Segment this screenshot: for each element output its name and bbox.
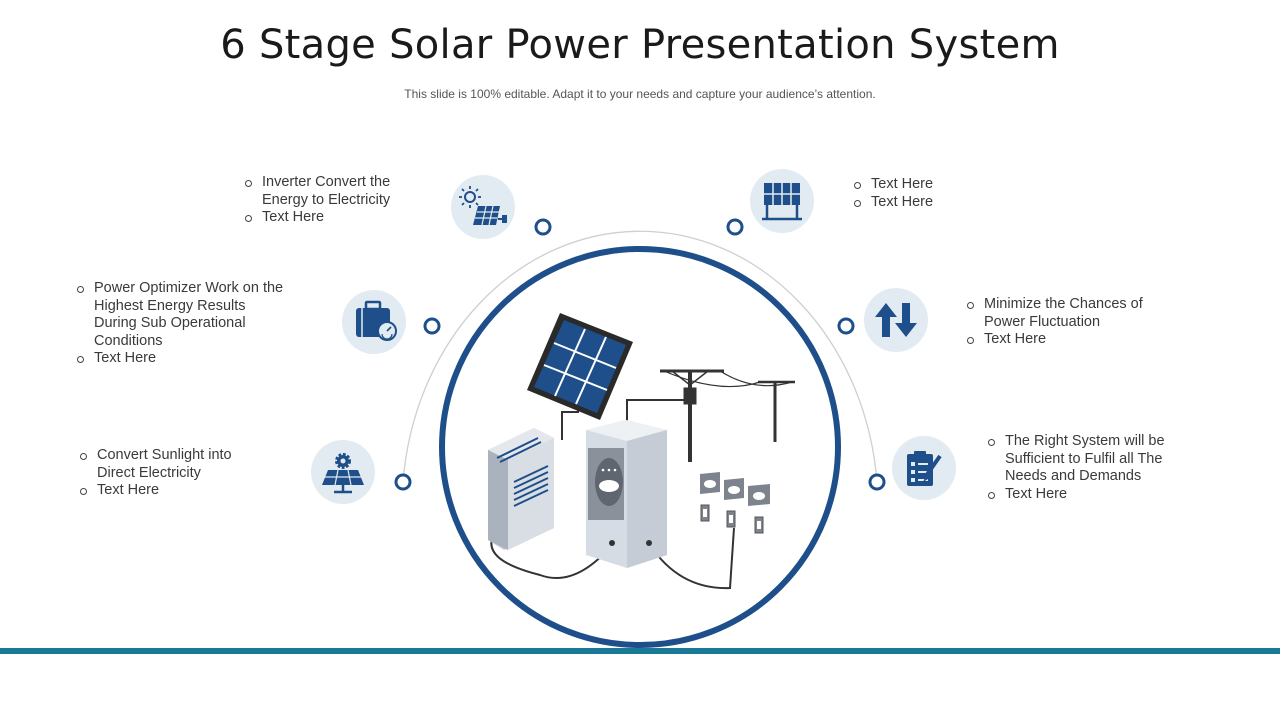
meter-cabinet <box>586 420 667 568</box>
bullet-item: Convert Sunlight into Direct Electricity <box>78 447 258 482</box>
stage-4-bullets: Minimize the Chances of Power Fluctuatio… <box>965 296 1155 349</box>
utility-poles <box>660 369 795 462</box>
solar-panel-sun-icon <box>459 186 507 226</box>
bullet-item: Text Here <box>852 176 1032 194</box>
bullet-item: Text Here <box>75 350 285 368</box>
connector-dot <box>394 473 412 491</box>
stage-3-bullets: Power Optimizer Work on the Highest Ener… <box>75 280 285 368</box>
bullet-item: Text Here <box>243 209 423 227</box>
stage-6-bullets: The Right System will be Sufficient to F… <box>986 433 1186 503</box>
stage-2-bullets: Text Here Text Here <box>852 176 1032 211</box>
bullet-item: Power Optimizer Work on the Highest Ener… <box>75 280 285 350</box>
footer-bar <box>0 648 1280 654</box>
stage-5-bullets: Convert Sunlight into Direct Electricity… <box>78 447 258 500</box>
outer-arc <box>402 230 878 483</box>
slide-title: 6 Stage Solar Power Presentation System <box>220 22 1060 68</box>
stage-1-bullets: Inverter Convert the Energy to Electrici… <box>243 174 423 227</box>
solar-installation-illustration <box>488 313 795 590</box>
bullet-item: The Right System will be Sufficient to F… <box>986 433 1186 486</box>
up-down-arrows-icon <box>875 303 917 337</box>
connector-dot <box>837 317 855 335</box>
connector-dot <box>868 473 886 491</box>
wall-sockets <box>700 472 770 534</box>
connector-dot <box>534 218 552 236</box>
slide-subtitle: This slide is 100% editable. Adapt it to… <box>404 87 876 101</box>
bullet-item: Text Here <box>986 486 1186 504</box>
connector-dot <box>423 317 441 335</box>
central-solar-panel <box>527 313 633 420</box>
icon-circle <box>864 288 928 352</box>
connector-dot <box>726 218 744 236</box>
bullet-item: Text Here <box>78 482 258 500</box>
bullet-item: Inverter Convert the Energy to Electrici… <box>243 174 423 209</box>
toolbox-gauge-icon <box>356 300 397 341</box>
inverter-box <box>488 428 554 550</box>
solar-panel-stand-icon <box>762 183 802 221</box>
bullet-item: Minimize the Chances of Power Fluctuatio… <box>965 296 1155 331</box>
clipboard-checklist-icon <box>907 451 942 486</box>
bullet-item: Text Here <box>965 331 1155 349</box>
bullet-item: Text Here <box>852 194 1032 212</box>
solar-gear-icon <box>322 453 364 494</box>
